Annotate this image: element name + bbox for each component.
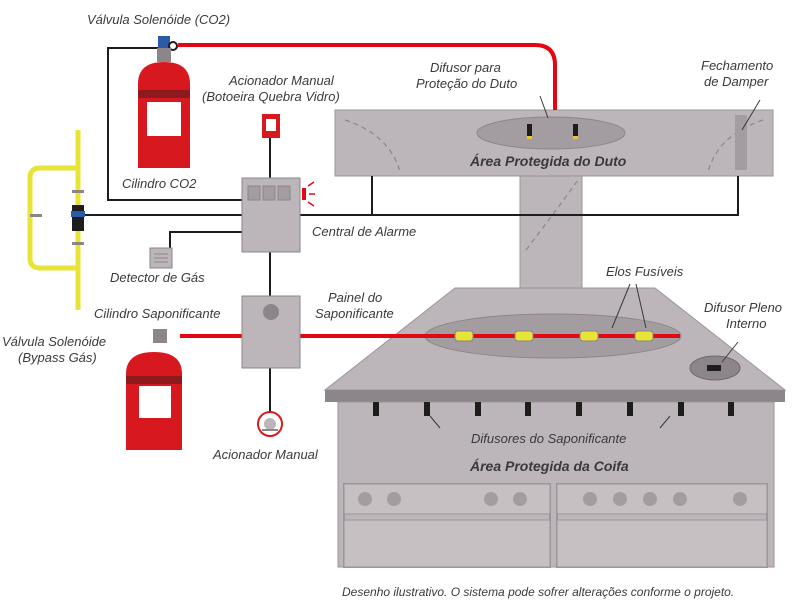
hood-nozzles <box>373 402 734 416</box>
label-alarm-central: Central de Alarme <box>312 224 416 239</box>
co2-cylinder <box>138 36 190 168</box>
label-damper-line1: Fechamento <box>701 58 773 73</box>
leader-lines <box>429 95 761 429</box>
label-saponifier-panel-line2: Saponificante <box>315 306 394 321</box>
label-gas-detector: Detector de Gás <box>110 270 205 285</box>
alarm-central-box <box>241 177 315 253</box>
label-manual-trigger-bottom: Acionador Manual <box>212 447 319 462</box>
label-bypass-valve-line1: Válvula Solenóide <box>2 334 106 349</box>
label-bypass-valve-line2: (Bypass Gás) <box>18 350 97 365</box>
gas-bypass-line <box>27 130 81 310</box>
label-saponifier-diffusers: Difusores do Saponificante <box>471 431 626 446</box>
manual-trigger-break-glass <box>262 114 280 138</box>
label-valve-co2: Válvula Solenóide (CO2) <box>87 12 230 27</box>
manual-trigger-bottom <box>257 411 283 437</box>
label-plenum-diffuser-line2: Interno <box>726 316 766 331</box>
fuse-links <box>454 330 654 342</box>
label-saponifier-cylinder: Cilindro Saponificante <box>94 306 220 321</box>
label-duct-diffuser-line1: Difusor para <box>430 60 501 75</box>
saponifier-cylinder <box>126 329 182 450</box>
duct-structure <box>334 109 774 289</box>
footnote: Desenho ilustrativo. O sistema pode sofr… <box>342 585 734 599</box>
duct-nozzles <box>527 124 578 139</box>
label-manual-trigger-line2: (Botoeira Quebra Vidro) <box>202 89 340 104</box>
label-saponifier-panel-line1: Painel do <box>328 290 382 305</box>
label-duct-diffuser-line2: Proteção do Duto <box>416 76 517 91</box>
bypass-valve-cap <box>71 211 85 217</box>
label-fuse-links: Elos Fusíveis <box>606 264 684 279</box>
label-duct-area: Área Protegida do Duto <box>469 153 627 169</box>
bypass-valve-body <box>72 205 84 231</box>
gas-detector <box>149 247 173 269</box>
control-wiring <box>78 47 739 412</box>
hood-structure <box>323 287 787 568</box>
saponifier-panel-box <box>241 295 301 369</box>
label-cylinder-co2: Cilindro CO2 <box>122 176 197 191</box>
label-hood-area: Área Protegida da Coifa <box>469 458 629 474</box>
label-damper-line2: de Damper <box>704 74 769 89</box>
label-manual-trigger-line1: Acionador Manual <box>228 73 335 88</box>
label-plenum-diffuser-line1: Difusor Pleno <box>704 300 782 315</box>
